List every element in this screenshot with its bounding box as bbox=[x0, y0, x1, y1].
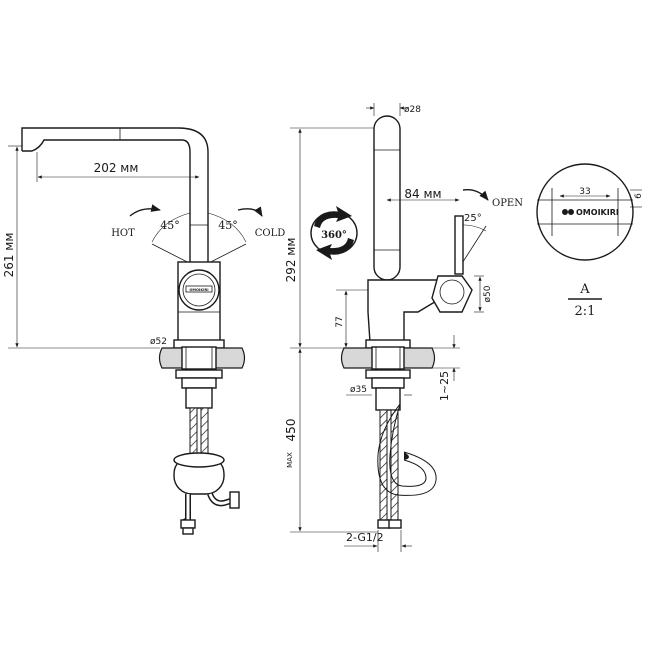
detail-depth-label: 6 bbox=[634, 193, 644, 199]
front-base-diameter-label: ø52 bbox=[150, 337, 167, 347]
side-height-label: 292 мм bbox=[284, 238, 298, 283]
spout-reach-dimension: 202 мм bbox=[36, 152, 200, 182]
hot-label: HOT bbox=[111, 228, 135, 239]
spout-diameter-label: ø28 bbox=[404, 105, 421, 115]
cold-label: COLD bbox=[255, 228, 286, 239]
side-view: ø28 84 мм OPEN 25° 360° bbox=[284, 103, 523, 552]
front-brand-mark: OMOIKIRI bbox=[189, 288, 208, 292]
side-underside: ø35 bbox=[346, 369, 437, 529]
front-underside bbox=[173, 369, 240, 535]
front-countertop: ø52 bbox=[150, 337, 246, 370]
handle-offset-dimension: 84 мм bbox=[386, 187, 460, 202]
side-body: ø50 bbox=[365, 275, 493, 349]
hose-length-label: 450 bbox=[284, 419, 298, 442]
connection-label: 2-G1/2 bbox=[346, 531, 384, 544]
thickness-label: 1~25 bbox=[438, 371, 451, 401]
spout-reach-label: 202 мм bbox=[94, 161, 139, 175]
connection-dimension: 2-G1/2 bbox=[344, 530, 412, 552]
detail-scale-label: 2:1 bbox=[575, 304, 596, 319]
max-label: MAX bbox=[286, 452, 294, 468]
detail-width-label: 33 bbox=[579, 187, 590, 197]
detail-brand-label: OMOIKIRI bbox=[576, 208, 619, 217]
open-angle-label: 25° bbox=[464, 213, 482, 224]
rotation-label: 360° bbox=[321, 230, 347, 241]
handle-diameter-label: ø50 bbox=[483, 285, 493, 302]
shank-diameter-label: ø35 bbox=[350, 385, 367, 395]
thickness-dimension: 1~25 bbox=[410, 335, 460, 401]
rotation-symbol: 360° bbox=[310, 206, 358, 260]
cold-angle-label: 45° bbox=[218, 219, 238, 232]
hose-length-dimension: 450 MAX bbox=[284, 348, 378, 533]
handle-offset-label: 84 мм bbox=[404, 187, 441, 201]
front-height-dimension: 261 мм bbox=[2, 145, 160, 349]
front-view: 202 мм 261 мм 45° 45° HOT COLD bbox=[2, 127, 286, 535]
open-label: OPEN bbox=[492, 198, 523, 209]
front-spout bbox=[21, 127, 209, 262]
body-height-dimension: 77 bbox=[335, 289, 368, 348]
front-body: OMOIKIRI bbox=[173, 261, 225, 349]
front-height-label: 261 мм bbox=[2, 233, 16, 278]
side-countertop bbox=[340, 346, 436, 370]
detail-a: 33 6 OMOIKIRI A 2:1 bbox=[536, 163, 644, 319]
handle-swing: 45° 45° HOT COLD bbox=[111, 204, 286, 269]
brand-logo: OMOIKIRI bbox=[562, 208, 619, 217]
detail-label: A bbox=[579, 282, 590, 297]
hot-angle-label: 45° bbox=[160, 219, 180, 232]
open-indicator: OPEN 25° bbox=[454, 189, 523, 275]
body-height-label: 77 bbox=[335, 316, 345, 327]
side-spout: ø28 bbox=[366, 103, 421, 281]
